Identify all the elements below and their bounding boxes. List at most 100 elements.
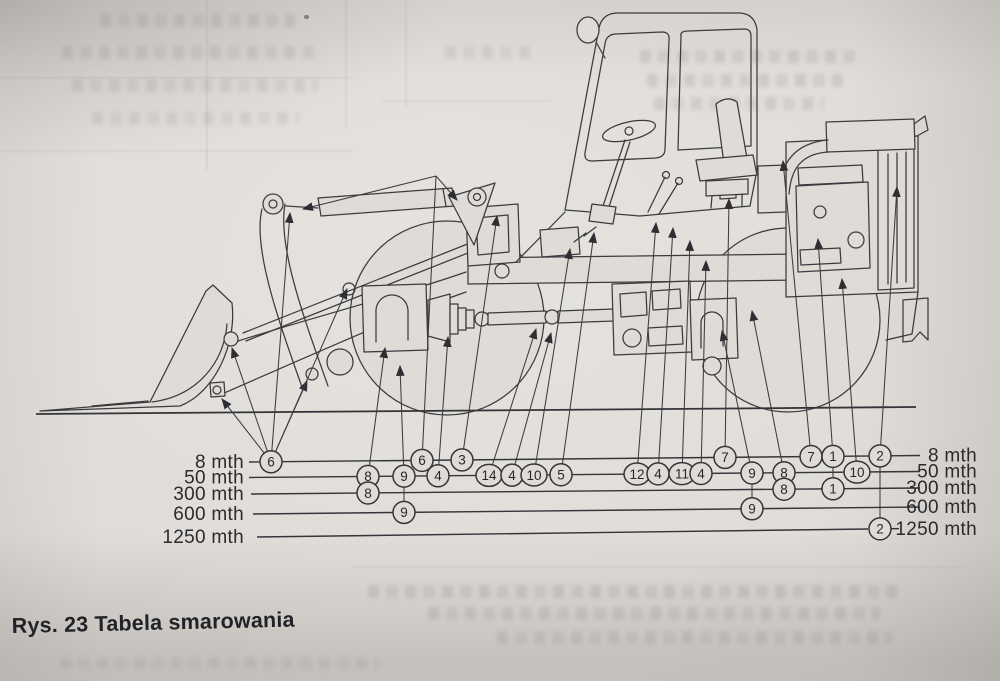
point-marker <box>259 450 283 474</box>
seat-base <box>705 178 749 197</box>
transmission-detail <box>619 291 648 318</box>
point-marker <box>689 461 713 486</box>
interval-label-left: 8 mth <box>195 452 244 473</box>
rear-plate <box>885 291 919 341</box>
machine-line-art <box>35 12 929 416</box>
point-number: 4 <box>697 466 705 481</box>
muffler <box>825 118 916 153</box>
point-marker <box>356 481 380 505</box>
leader-line <box>700 259 711 474</box>
leader-line <box>879 185 901 456</box>
leader-line <box>421 175 437 461</box>
leader-line <box>367 346 389 477</box>
point-marker <box>772 477 796 501</box>
bleed-grid-line <box>380 100 550 102</box>
interval-line <box>252 506 921 515</box>
valve-cover <box>797 164 864 186</box>
lever-knob <box>661 170 671 180</box>
leader-line <box>749 309 785 473</box>
bell-crank-pin <box>467 187 487 207</box>
hydraulic-tank <box>757 164 787 214</box>
interval-label-left: 1250 mth <box>162 527 244 548</box>
pinion <box>702 356 722 376</box>
point-number: 5 <box>557 468 565 483</box>
bucket-pivot-pin <box>223 331 239 347</box>
point-number: 9 <box>748 466 756 481</box>
muffler-flap <box>913 115 929 137</box>
point-marker <box>740 461 764 485</box>
bleed-grid-line <box>352 566 962 568</box>
point-marker <box>740 497 764 521</box>
cylinder-collar <box>442 188 447 207</box>
point-number: 7 <box>807 449 815 464</box>
point-number: 1 <box>829 482 837 497</box>
boom-arm <box>234 271 467 343</box>
point-marker <box>520 463 548 487</box>
bleed-through-smudge <box>60 658 380 669</box>
point-marker <box>713 445 737 470</box>
point-number: 3 <box>458 453 466 468</box>
point-number: 7 <box>721 450 729 465</box>
bucket <box>39 284 234 412</box>
control-levers <box>647 176 679 215</box>
interval-line <box>256 528 869 538</box>
seat-back <box>715 98 748 165</box>
point-number: 10 <box>849 465 864 480</box>
point-number: 1 <box>829 449 837 464</box>
spline <box>449 303 459 335</box>
leader-line <box>461 214 500 461</box>
axle-arch <box>375 294 409 343</box>
bleed-through-smudge <box>92 112 300 125</box>
point-marker <box>392 464 416 488</box>
bleed-through-smudge <box>368 585 900 598</box>
paper-speck <box>304 15 309 19</box>
bell-crank-pin <box>472 192 482 202</box>
leader-line <box>724 197 734 458</box>
exhaust-pipe <box>788 151 829 195</box>
arrow-line <box>435 175 458 201</box>
bleed-through-smudge <box>428 607 880 620</box>
interval-label-right: 300 mth <box>906 478 977 499</box>
leader-line <box>270 211 294 462</box>
point-number: 2 <box>876 522 884 537</box>
bleed-through-smudge <box>497 631 893 644</box>
axle-cone <box>427 293 451 343</box>
point-marker <box>868 444 892 468</box>
rear-bracket <box>902 297 929 343</box>
bleed-through-smudge <box>647 74 843 87</box>
steering-wheel <box>601 119 657 143</box>
bucket-base-plate <box>91 400 149 407</box>
interval-label-left: 600 mth <box>173 504 244 525</box>
axle-arch <box>700 311 724 349</box>
bleed-through-smudge <box>100 14 295 27</box>
bleed-through-smudge <box>62 46 314 59</box>
bleed-through-smudge <box>654 97 824 110</box>
column-base <box>588 203 617 225</box>
leader-line <box>533 247 573 476</box>
interval-label-left: 300 mth <box>173 484 244 505</box>
engine-detail <box>813 205 827 219</box>
spline <box>465 309 475 329</box>
bleed-through-smudge <box>640 50 855 63</box>
point-number: 9 <box>400 469 408 484</box>
interval-line <box>250 487 921 495</box>
loader-tower <box>283 203 329 387</box>
drive-shaft <box>487 310 547 326</box>
arrow-line <box>301 175 437 211</box>
bucket-pivot-pin <box>212 385 222 395</box>
leader-line <box>488 327 538 476</box>
interval-line <box>248 470 921 479</box>
steering-column <box>600 139 631 214</box>
cab-frame <box>564 12 758 211</box>
point-number: 6 <box>267 455 275 470</box>
point-number: 6 <box>418 453 426 468</box>
boom-pivot-pin <box>494 263 510 279</box>
tower-top-pin <box>268 199 278 209</box>
leader-line <box>560 231 598 475</box>
front-axle-housing <box>361 283 429 353</box>
ground-line <box>35 406 917 415</box>
leader-line <box>838 277 858 473</box>
